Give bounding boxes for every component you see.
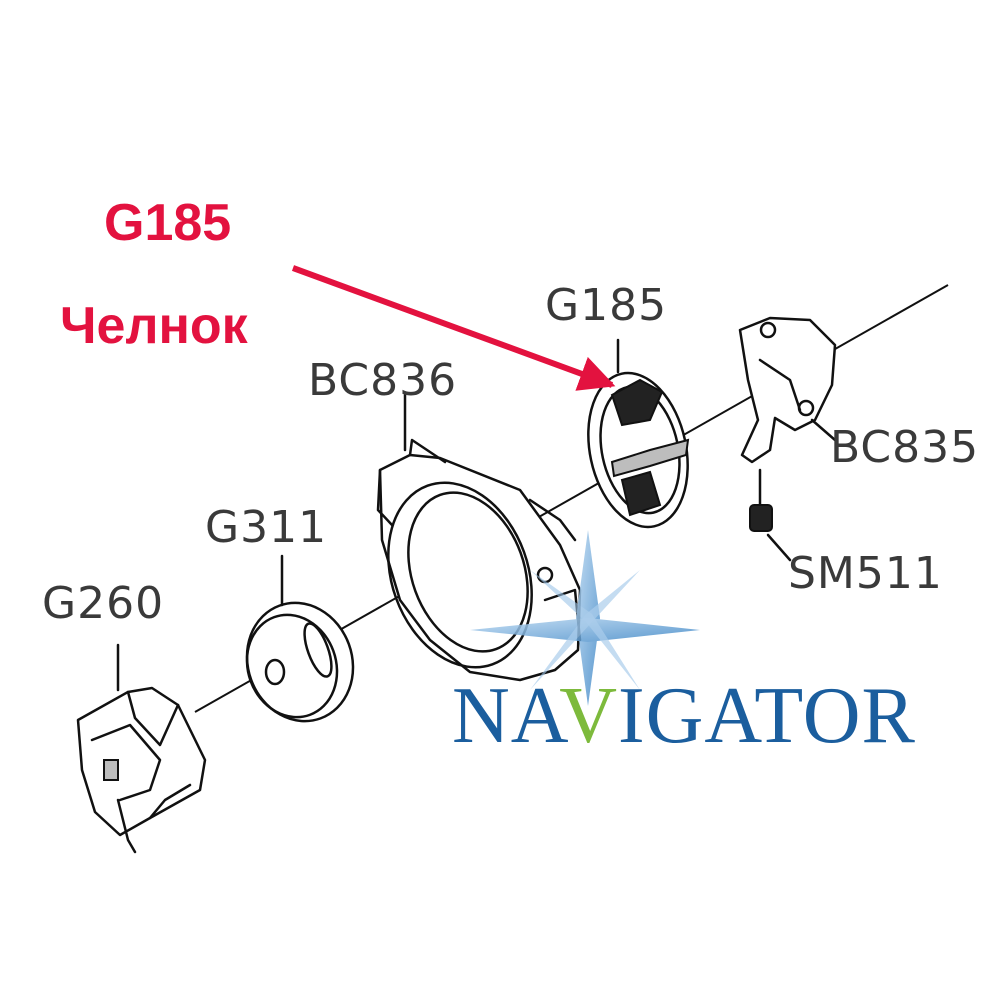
part-g185-hook (587, 338, 690, 529)
label-g260: G260 (42, 578, 164, 629)
part-sm511-screw (749, 468, 792, 562)
callout-arrow (291, 265, 616, 391)
callout-code: G185 (104, 194, 231, 252)
label-sm511: SM511 (788, 548, 943, 599)
label-g311: G311 (205, 502, 327, 553)
label-g185: G185 (545, 280, 667, 331)
callout-name: Челнок (60, 297, 249, 355)
part-bc835-hook-driver (738, 316, 837, 464)
watermark-suffix: IGATOR (618, 672, 916, 760)
watermark-v: V (559, 672, 618, 760)
watermark-text: NAVIGATOR (452, 672, 916, 760)
part-g311-bobbin (245, 554, 355, 723)
compass-star-icon (470, 530, 700, 706)
watermark-prefix: NA (452, 672, 569, 760)
part-g260-bobbin-case (76, 643, 207, 854)
label-bc836: BC836 (308, 355, 457, 406)
part-bc836-hook-body (376, 393, 582, 682)
label-bc835: BC835 (830, 422, 979, 473)
